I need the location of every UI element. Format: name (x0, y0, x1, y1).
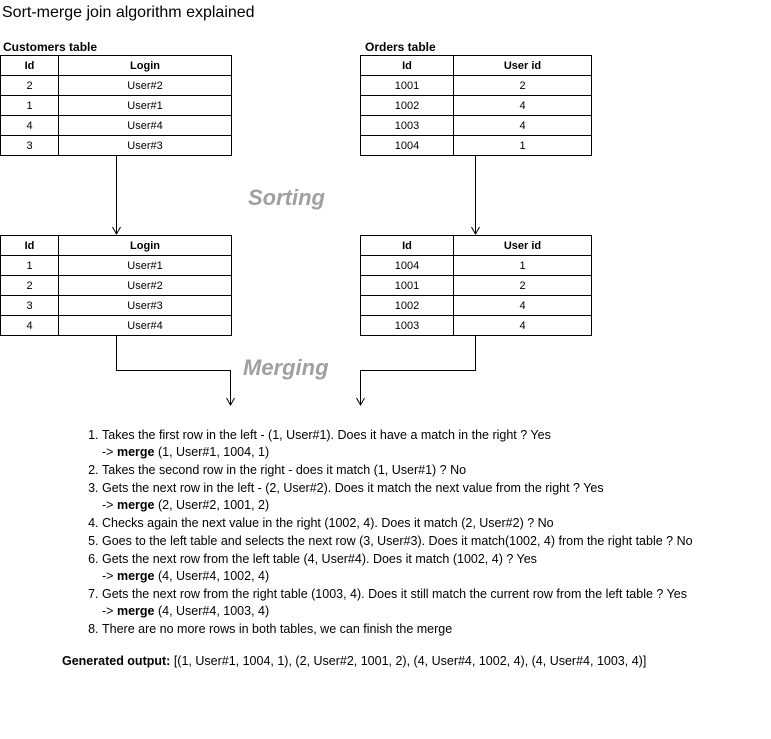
list-item: Gets the next row from the right table (… (102, 586, 771, 620)
list-item: Checks again the next value in the right… (102, 515, 771, 532)
step-text: Checks again the next value in the right… (102, 516, 554, 530)
column-header-user-id: User id (453, 235, 592, 256)
step-text: There are no more rows in both tables, w… (102, 622, 453, 636)
page-title: Sort-merge join algorithm explained (2, 4, 255, 21)
output-value: [(1, User#1, 1004, 1), (2, User#2, 1001,… (173, 654, 647, 668)
sorting-label: Sorting (248, 185, 325, 210)
cell-id: 4 (0, 315, 59, 336)
arrowhead-icon (471, 226, 480, 236)
arrowhead-icon (112, 226, 121, 236)
merge-arrow-right (360, 336, 476, 404)
cell-id: 1003 (360, 315, 454, 336)
step-text: Goes to the left table and selects the n… (102, 534, 693, 548)
cell-login: User#3 (58, 135, 232, 156)
cell-id: 1003 (360, 115, 454, 136)
arrowhead-icon (356, 397, 365, 407)
cell-user-id: 4 (453, 315, 592, 336)
cell-login: User#2 (58, 75, 232, 96)
list-item: Goes to the left table and selects the n… (102, 533, 771, 550)
orders-table-label: Orders table (365, 40, 436, 54)
step-text: Takes the first row in the left - (1, Us… (102, 428, 551, 442)
merging-label: Merging (243, 355, 329, 380)
list-item: Takes the second row in the right - does… (102, 462, 771, 479)
list-item: There are no more rows in both tables, w… (102, 621, 771, 638)
list-item: Gets the next row in the left - (2, User… (102, 480, 771, 514)
merge-steps-list: Takes the first row in the left - (1, Us… (80, 427, 771, 639)
customers-table-label: Customers table (3, 40, 98, 54)
merge-result: -> merge (1, User#1, 1004, 1) (102, 445, 270, 459)
list-item: Gets the next row from the left table (4… (102, 551, 771, 585)
step-text: Takes the second row in the right - does… (102, 463, 467, 477)
cell-user-id: 1 (453, 135, 592, 156)
list-item: Takes the first row in the left - (1, Us… (102, 427, 771, 461)
step-text: Gets the next row from the left table (4… (102, 552, 537, 566)
cell-user-id: 1 (453, 255, 592, 276)
generated-output: Generated output: [(1, User#1, 1004, 1),… (62, 654, 646, 668)
cell-id: 1004 (360, 135, 454, 156)
step-text: Gets the next row from the right table (… (102, 587, 687, 601)
cell-login: User#4 (58, 315, 232, 336)
merge-result: -> merge (2, User#2, 1001, 2) (102, 498, 270, 512)
merge-result: -> merge (4, User#4, 1002, 4) (102, 569, 270, 583)
step-text: Gets the next row in the left - (2, User… (102, 481, 604, 495)
output-label: Generated output: (62, 654, 171, 668)
arrowhead-icon (226, 397, 235, 407)
merge-result: -> merge (4, User#4, 1003, 4) (102, 604, 270, 618)
merge-arrow-left (116, 336, 231, 404)
